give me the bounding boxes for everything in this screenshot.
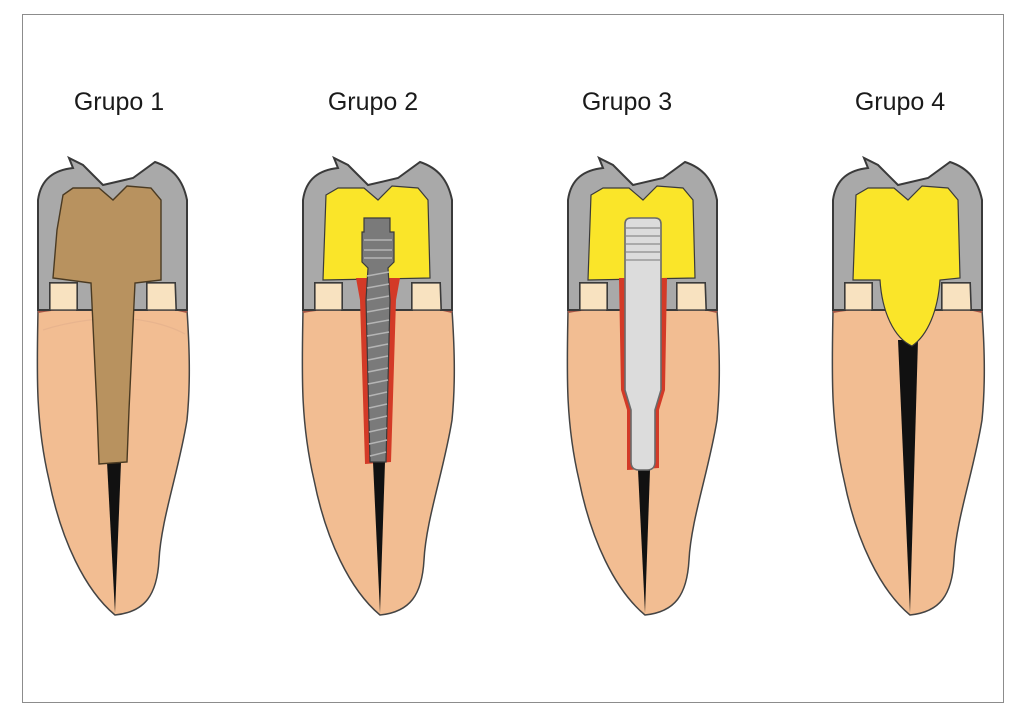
tooth-group-4: [0, 0, 1029, 720]
